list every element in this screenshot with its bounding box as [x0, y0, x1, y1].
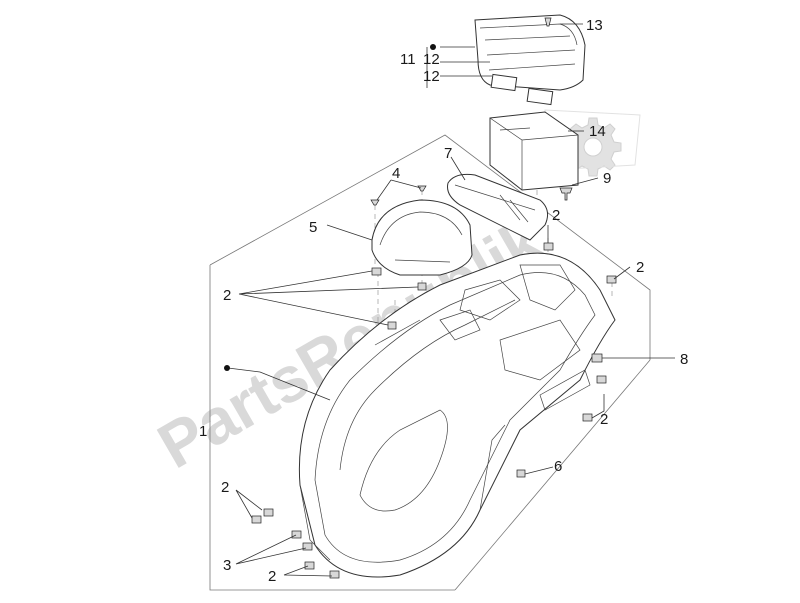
callout-12b: 12 [423, 68, 440, 85]
callout-2d: 2 [600, 411, 608, 428]
clip-b [417, 282, 427, 291]
callout-2c: 2 [636, 259, 644, 276]
clip-c [387, 321, 397, 330]
callout-9: 9 [603, 170, 611, 187]
kit-marker-dot-1 [224, 365, 230, 371]
clip-i [251, 515, 262, 524]
screw-part-4a [370, 199, 380, 206]
callout-5: 5 [309, 219, 317, 236]
clip-j [291, 530, 302, 539]
callout-2f: 2 [268, 568, 276, 585]
callout-13: 13 [586, 17, 603, 34]
kit-marker-dot [430, 44, 436, 50]
callout-4: 4 [392, 165, 400, 182]
callout-2b: 2 [552, 207, 560, 224]
rear-cover [447, 173, 549, 241]
callout-1: 1 [199, 423, 207, 440]
screw-part-4b [417, 185, 427, 192]
callout-2a: 2 [223, 287, 231, 304]
leader-lines [227, 23, 675, 577]
clip-k [302, 542, 313, 551]
upper-cover-assembly [474, 14, 586, 106]
callout-3: 3 [223, 557, 231, 574]
callout-11: 11 [400, 51, 416, 68]
clip-h [263, 508, 274, 517]
clip-a [371, 267, 382, 276]
callout-6: 6 [554, 458, 562, 475]
clips [251, 242, 617, 579]
bolt-part-9 [559, 187, 573, 201]
callout-7: 7 [444, 145, 452, 162]
callout-12a: 12 [423, 51, 440, 68]
clip-g [582, 413, 593, 422]
clip-m [329, 570, 340, 579]
clip-e [606, 275, 617, 284]
dome-cover [371, 199, 473, 276]
clip-l [304, 561, 315, 570]
callout-8: 8 [680, 351, 688, 368]
callouts: 1 2 2 2 2 2 2 3 4 5 6 7 8 9 11 12 12 13 … [199, 17, 688, 585]
clip-f [596, 375, 607, 384]
callout-14: 14 [589, 123, 606, 140]
clip-d [543, 242, 554, 251]
callout-2e: 2 [221, 479, 229, 496]
clip-part-8 [591, 353, 603, 363]
helmet-compartment-tub [298, 252, 616, 578]
clip-part-6 [516, 469, 526, 478]
battery-compartment [489, 111, 579, 191]
